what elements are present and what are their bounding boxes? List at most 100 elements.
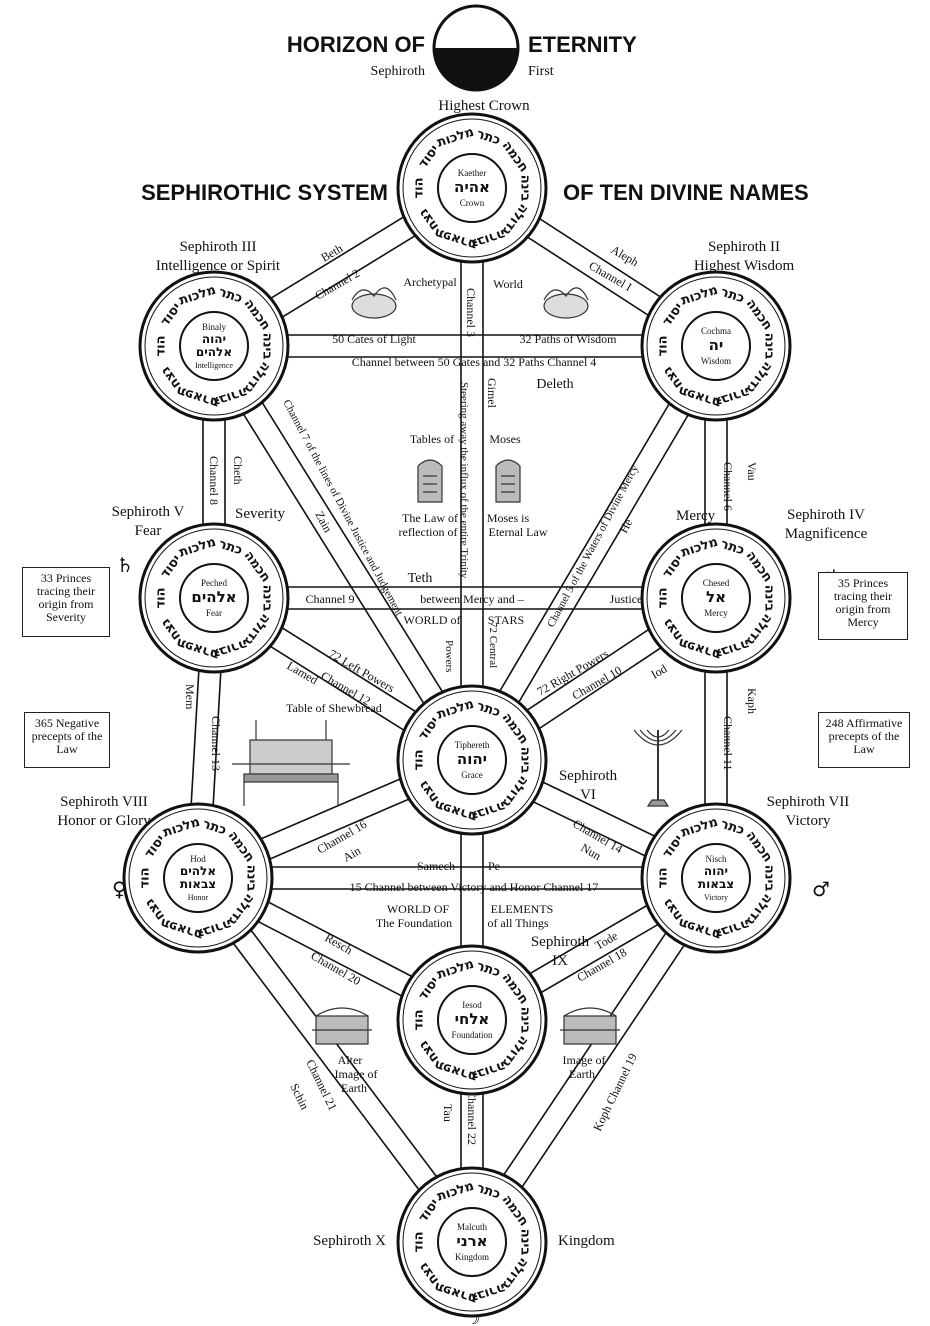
spheres: כתרחכמהבינהגדולהגבורהתפארתנצחהודיסודמלכו…: [122, 112, 792, 1318]
sphere-name: Binaly: [202, 322, 226, 332]
channel-band: [460, 188, 484, 760]
sphere-kether: כתרחכמהבינהגדולהגבורהתפארתנצחהודיסודמלכו…: [396, 112, 548, 264]
sphere-meaning: Victory: [704, 893, 728, 902]
sphere-hod: כתרחכמהבינהגדולהגבורהתפארתנצחהודיסודמלכו…: [122, 802, 274, 954]
table-shewbread-label: Table of Shewbread: [286, 701, 382, 715]
deleth-label: Deleth: [536, 377, 573, 392]
image-of-left-label: Image of: [335, 1067, 378, 1081]
s7-sub: Victory: [786, 813, 831, 829]
sphere-divine-name: אלהים: [191, 588, 236, 606]
channel-band: [214, 586, 716, 610]
horizon-half-icon: [434, 48, 518, 90]
s2-title: Sephiroth II: [708, 239, 780, 255]
sphere-divine-name: יהוה: [704, 864, 728, 878]
sphere-divine-name-2: אלהים: [196, 345, 232, 359]
s5-title: Sephiroth V: [112, 504, 185, 520]
world-of-stars-label: WORLD of: [404, 613, 461, 627]
sphere-divine-name: יהוה: [457, 750, 487, 768]
ring-word: כתר: [475, 959, 503, 981]
subtitle-left: SEPHIROTHIC SYSTEM: [141, 180, 388, 205]
highest-crown-label: Highest Crown: [438, 98, 530, 114]
channel-9-label: Channel 9: [306, 592, 355, 606]
sphere-meaning: Wisdom: [701, 356, 731, 366]
central-label: 72 Central: [487, 622, 499, 668]
note-35-princes: 35 Princes tracing their origin from Mer…: [818, 572, 908, 640]
sphere-divine-name-2: צבאות: [698, 877, 734, 891]
sphere-name: Kaether: [458, 168, 486, 178]
sphere-divine-name: אל: [706, 588, 726, 606]
ring-word: כתר: [475, 699, 503, 721]
label-steering: Steering away the influx of the entire T…: [458, 382, 470, 579]
sphere-binah: כתרחכמהבינהגדולהגבורהתפארתנצחהודיסודמלכו…: [138, 270, 290, 422]
channel-band: [188, 870, 482, 1250]
inner-labels: Archetypal World 50 Cates of Light 32 Pa…: [286, 275, 642, 1095]
sphere-divine-name: ארני: [456, 1232, 487, 1250]
ring-word: הוד: [656, 867, 671, 888]
justice-label: Justice: [610, 592, 643, 606]
s9-title: Sephiroth: [531, 934, 590, 950]
ring-word: כתר: [217, 285, 245, 307]
shewbread-table-icon: [232, 720, 350, 806]
s8-title: Sephiroth VIII: [60, 794, 148, 810]
ring-word: כתר: [719, 537, 747, 559]
stars-label: STARS: [488, 613, 524, 627]
severity-label: Severity: [235, 506, 285, 522]
sphere-malkuth: כתרחכמהבינהגדולהגבורהתפארתנצחהודיסודמלכו…: [396, 1166, 548, 1318]
s6-sub: VI: [580, 787, 596, 803]
ring-word: הוד: [154, 587, 169, 608]
channel-band: [214, 334, 716, 358]
elements-label: ELEMENTS: [491, 902, 554, 916]
tablet-left-icon: [417, 459, 443, 503]
ring-word: הוד: [656, 335, 671, 356]
label-channel-6: Channel 6: [721, 462, 735, 511]
s2-sub: Highest Wisdom: [694, 258, 795, 274]
ring-word: הוד: [412, 177, 427, 198]
label-ain: Ain: [341, 843, 364, 864]
teth-label: Teth: [408, 571, 433, 586]
ring-word: כתר: [201, 817, 229, 839]
ring-word: בינה: [260, 585, 275, 612]
ring-word: כתר: [475, 1181, 503, 1203]
channel-4-label: Channel between 50 Gates and 32 Paths Ch…: [352, 355, 597, 369]
header-sub-left: Sephiroth: [371, 64, 425, 79]
foundation-label: The Foundation: [376, 916, 452, 930]
sphere-meaning: Kingdom: [455, 1252, 489, 1262]
ring-word: כתר: [719, 817, 747, 839]
sphere-name: Malcuth: [457, 1222, 487, 1232]
eternal-law-label: Eternal Law: [489, 525, 548, 539]
s4-sub: Magnificence: [785, 526, 868, 542]
ring-word: כתר: [475, 127, 503, 149]
note-248-affirmative: 248 Affirmative precepts of the Law: [818, 712, 910, 768]
sphere-geburah: כתרחכמהבינהגדולהגבורהתפארתנצחהודיסודמלכו…: [138, 522, 290, 674]
sphere-name: Hod: [190, 854, 206, 864]
ring-word: בינה: [762, 865, 777, 892]
header-right: ETERNITY: [528, 32, 637, 57]
ring-word: הוד: [138, 867, 153, 888]
moses-is-label: Moses is: [487, 511, 530, 525]
label-vau: Vau: [745, 462, 759, 481]
sphere-divine-name: אלחי: [455, 1010, 490, 1028]
cherub-right-icon: [543, 287, 589, 319]
cates-label: 50 Cates of Light: [332, 332, 416, 346]
ring-word: בינה: [762, 333, 777, 360]
label-channel-22: Channel 22: [465, 1090, 479, 1145]
s10-title: Sephiroth X: [313, 1233, 386, 1249]
label-aleph: Aleph: [609, 242, 641, 269]
earth-left-label: Earth: [341, 1081, 367, 1095]
sphere-chokmah: כתרחכמהבינהגדולהגבורהתפארתנצחהודיסודמלכו…: [640, 270, 792, 422]
archetypal-label: Archetypal: [403, 275, 457, 289]
moses-label: Moses: [489, 432, 521, 446]
s5-sub: Fear: [135, 523, 162, 539]
ark-right-icon: [560, 1007, 620, 1045]
powers-label: Powers: [443, 640, 455, 672]
s7-title: Sephiroth VII: [767, 794, 850, 810]
sphere-divine-name: אהיה: [454, 178, 490, 196]
sphere-name: Peched: [201, 578, 227, 588]
s9-sub: IX: [552, 953, 568, 969]
s8-sub: Honor or Glory: [57, 813, 151, 829]
label-channel-11: Channel 11: [721, 716, 735, 771]
ring-word: בינה: [260, 333, 275, 360]
sphere-meaning: Fear: [206, 608, 222, 618]
channel-15-label: 15 Channel between Victory and Honor Cha…: [350, 880, 599, 894]
